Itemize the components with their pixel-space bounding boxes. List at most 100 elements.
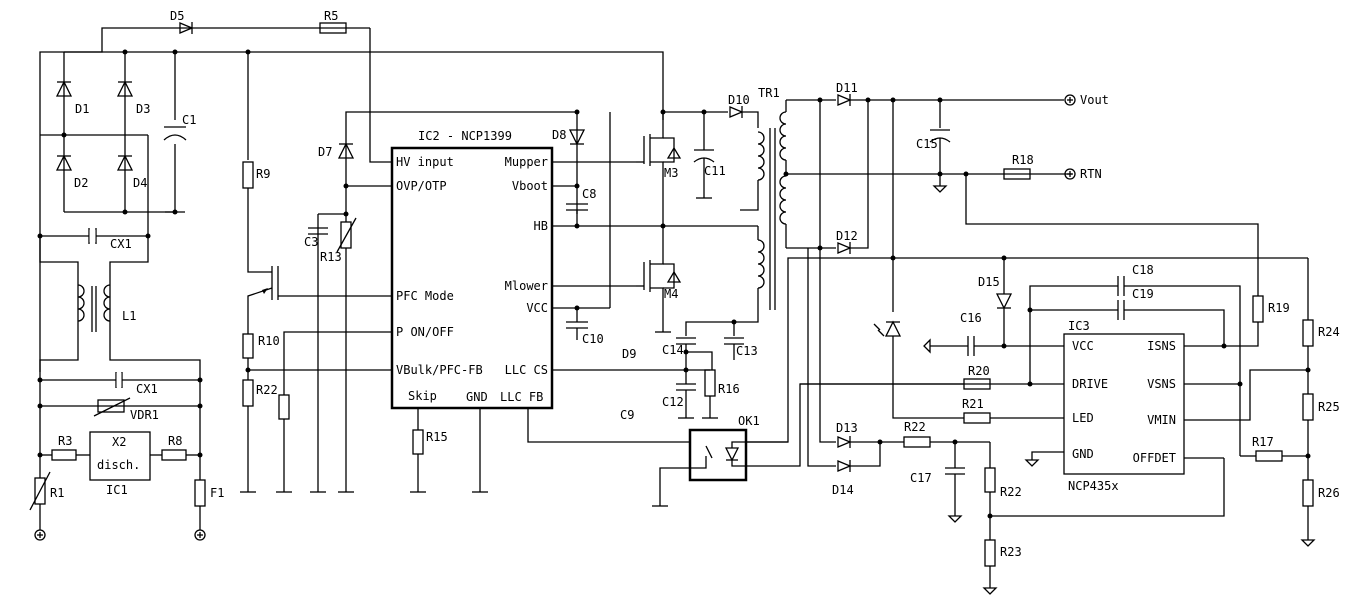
ic2-pin-llcfb: LLC FB	[500, 390, 543, 404]
label-tr1: TR1	[758, 86, 780, 100]
ic3-pin-vcc: VCC	[1072, 339, 1094, 353]
label-d13: D13	[836, 421, 858, 435]
label-r9: R10	[258, 334, 280, 348]
ic2-pin-vcc: VCC	[526, 301, 548, 315]
terminal-rtn: RTN	[1080, 167, 1102, 181]
label-ic1: IC1	[106, 483, 128, 497]
ic2-pin-skip: Skip	[408, 389, 437, 403]
label-c15: C15	[916, 137, 938, 151]
label-vdr1: VDR1	[130, 408, 159, 422]
label-r17: R18	[1012, 153, 1034, 167]
label-d8: D8	[552, 128, 566, 142]
ic2-pin-vboot: Vboot	[512, 179, 548, 193]
label-c10: C11	[704, 164, 726, 178]
ic2	[390, 146, 1308, 493]
label-c16: C16	[960, 311, 982, 325]
label-f1: F1	[210, 486, 224, 500]
label-r23: R23	[1000, 545, 1022, 559]
terminal-vout: Vout	[1080, 93, 1109, 107]
ic2-pin-mupper: Mupper	[505, 155, 548, 169]
label-d3: D3	[136, 102, 150, 116]
emi-filter	[37, 228, 203, 455]
output-stage	[817, 94, 1264, 424]
label-r2: R3	[58, 434, 72, 448]
feedback	[552, 319, 1064, 507]
label-d12: D12	[836, 229, 858, 243]
ic1-discharge	[29, 431, 206, 541]
label-r22-right: R22	[1000, 485, 1022, 499]
label-c12: C12	[662, 395, 684, 409]
label-r24: R24	[1318, 325, 1340, 339]
label-d7: D7	[318, 145, 332, 159]
label-r8: R9	[256, 167, 270, 181]
label-r21: R22	[904, 420, 926, 434]
label-cx1-bottom: CX1	[136, 382, 158, 396]
ic3-part: NCP435x	[1068, 479, 1119, 493]
label-c14: C14	[662, 343, 684, 357]
label-c8: C8	[582, 187, 596, 201]
ic2-pin-vbulk: VBulk/PFC-FB	[396, 363, 483, 377]
label-c1: C1	[182, 113, 196, 127]
label-c11: C9	[620, 408, 634, 422]
label-c17: C17	[910, 471, 932, 485]
transformer	[685, 99, 1072, 336]
label-d11: D11	[836, 81, 858, 95]
top-feed	[175, 22, 392, 163]
label-d4: D4	[133, 176, 147, 190]
label-r13: R15	[426, 430, 448, 444]
ic3	[800, 255, 1316, 547]
ic3-pin-vsns: VSNS	[1147, 377, 1176, 391]
label-r1: R1	[50, 486, 64, 500]
ic3-pin-isns: ISNS	[1147, 339, 1176, 353]
label-d14: D14	[832, 483, 854, 497]
ic2-pin-ponoff: P ON/OFF	[396, 325, 454, 339]
ic3-pin-led: LED	[1072, 411, 1094, 425]
ic2-pin-hv: HV input	[396, 155, 454, 169]
label-cx1-top: CX1	[110, 237, 132, 251]
label-r25: R25	[1318, 400, 1340, 414]
labels: D5 R5 D1 D2 D3 D4 C1 CX1 L1 CX1 VDR1 R3 …	[50, 9, 1340, 559]
ic3-name: IC3	[1068, 319, 1090, 333]
ic2-pin-hb: HB	[534, 219, 548, 233]
label-r20: R21	[962, 397, 984, 411]
label-r3: R8	[168, 434, 182, 448]
label-r15: R16	[718, 382, 740, 396]
label-d10: D10	[728, 93, 750, 107]
label-r5: R5	[324, 9, 338, 23]
ic3-pin-gnd: GND	[1072, 447, 1094, 461]
aux-rectifier	[807, 100, 1225, 595]
ic2-pin-mlower: Mlower	[505, 279, 548, 293]
label-r10: R13	[320, 250, 342, 264]
label-c13: C13	[736, 344, 758, 358]
label-ok1: OK1	[738, 414, 760, 428]
label-r22-left: R22	[256, 383, 278, 397]
label-r26: R26	[1318, 486, 1340, 500]
ic2-pin-gnd: GND	[466, 390, 488, 404]
label-x2: X2	[112, 435, 126, 449]
label-d15: D15	[978, 275, 1000, 289]
label-l1: L1	[122, 309, 136, 323]
half-bridge	[552, 106, 759, 340]
label-d2: D2	[74, 176, 88, 190]
label-c9: C10	[582, 332, 604, 346]
ic3-pin-vmin: VMIN	[1147, 413, 1176, 427]
ic2-pin-ovp: OVP/OTP	[396, 179, 447, 193]
label-m4: M4	[664, 287, 678, 301]
label-d5: D5	[170, 9, 184, 23]
ic3-pin-offdet: OFFDET	[1133, 451, 1176, 465]
ic3-pin-drive: DRIVE	[1072, 377, 1108, 391]
label-r18: R19	[1268, 301, 1290, 315]
ic2-left-network	[240, 52, 577, 493]
ic2-title: IC2 - NCP1399	[418, 129, 512, 143]
label-disch: disch.	[97, 458, 140, 472]
ic2-pin-llccs: LLC CS	[505, 363, 548, 377]
label-r19: R20	[968, 364, 990, 378]
bridge-rectifier	[39, 27, 664, 372]
label-r16: R17	[1252, 435, 1274, 449]
label-m3: M3	[664, 166, 678, 180]
label-d1: D1	[75, 102, 89, 116]
label-c19: C19	[1132, 287, 1154, 301]
label-c3: C3	[304, 235, 318, 249]
